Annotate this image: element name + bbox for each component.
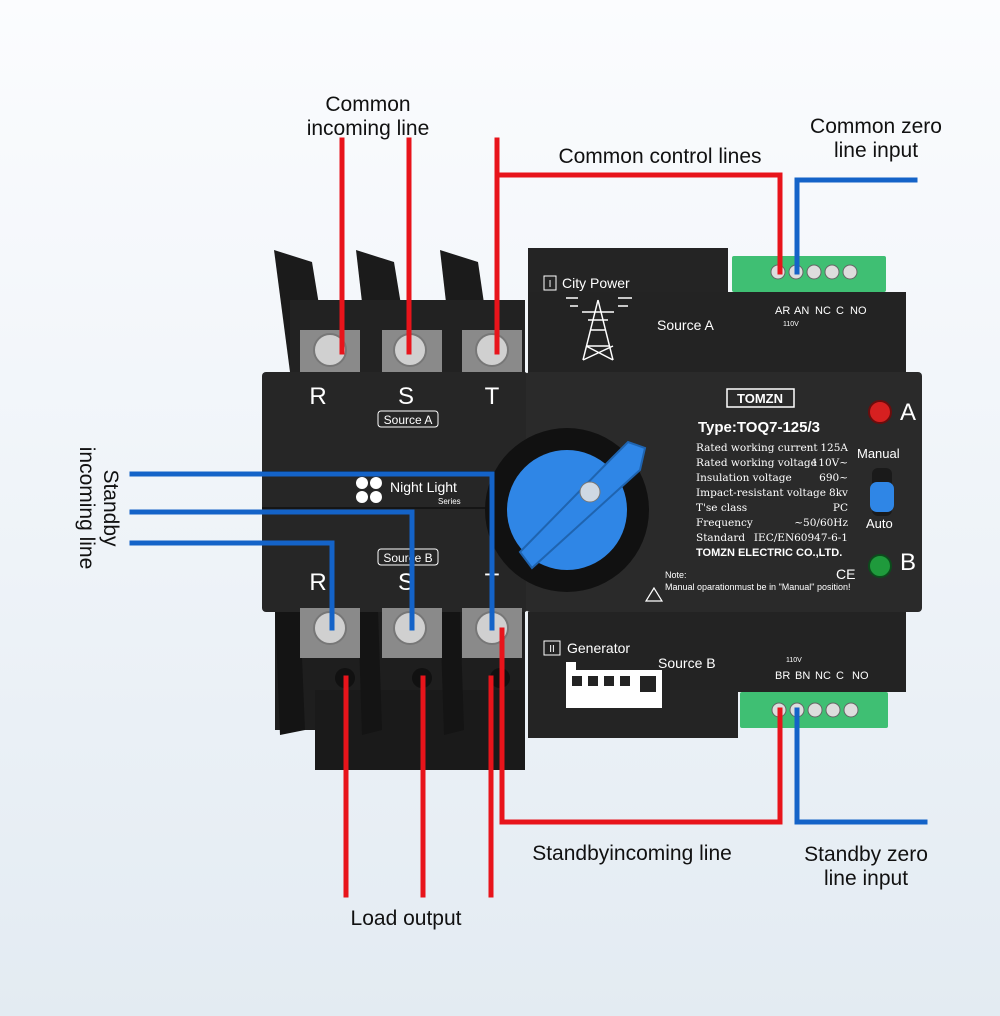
standby-incoming-bottom-label: Standbyincoming line	[532, 842, 732, 865]
standby-incoming-side-label: Standby incoming line	[75, 447, 122, 570]
spec-value: PC	[833, 502, 848, 514]
maker-label: TOMZN ELECTRIC CO.,LTD.	[696, 547, 842, 559]
warning-icon	[644, 586, 664, 602]
spec-label: Rated working voltage	[696, 457, 817, 469]
phase-t-top: T	[485, 383, 500, 410]
standby-side-label-2: incoming line	[75, 447, 98, 570]
led-b	[868, 554, 892, 578]
voltage-tag-top: 110V	[783, 321, 799, 328]
spec-value: ~50/60Hz	[794, 517, 848, 529]
blue-wire-standby-r	[129, 540, 335, 631]
red-wire-common-control	[494, 172, 783, 275]
standby-zero-label-2: line input	[824, 867, 908, 890]
spec-label: Standard	[696, 532, 745, 544]
brand-label: TOMZN	[737, 391, 783, 406]
pylon-icon	[566, 297, 632, 361]
generator-num: II	[549, 644, 555, 655]
spec-value: 110V~	[812, 457, 848, 469]
common-incoming-label-1: Common	[325, 93, 410, 116]
terminal-block-top	[732, 256, 886, 292]
standby-zero-label-1: Standby zero	[804, 843, 928, 866]
terminal-label-nc: NC	[815, 305, 831, 317]
mode-switch-toggle[interactable]	[870, 482, 894, 512]
red-wire-standby-control	[499, 627, 783, 825]
terminal-label-no: NO	[850, 305, 867, 317]
led-a	[868, 400, 892, 424]
spec-table: Rated working current 125A Rated working…	[696, 442, 848, 544]
blue-wires	[129, 177, 928, 825]
terminal-block-bottom	[740, 692, 888, 728]
terminal-label-bn: BN	[795, 670, 810, 682]
common-zero-label-2: line input	[834, 139, 918, 162]
standby-side-label-1: Standby	[99, 469, 122, 547]
mode-auto-label: Auto	[866, 516, 893, 531]
mode-manual-label: Manual	[857, 446, 900, 461]
spec-label: Insulation voltage	[696, 472, 792, 484]
source-a-module	[528, 292, 906, 374]
city-power-num: I	[549, 279, 552, 290]
blue-wire-standby-s	[129, 509, 415, 631]
terminal-label-c: C	[836, 305, 844, 317]
indicator-a-label: A	[900, 399, 916, 426]
common-incoming-label-2: incoming line	[307, 117, 430, 140]
blue-wire-common-zero	[794, 177, 918, 275]
common-zero-label-1: Common zero	[810, 115, 942, 138]
spec-value: 125A	[820, 442, 848, 454]
spec-label: Frequency	[696, 517, 753, 529]
phase-s-top: S	[398, 383, 414, 410]
blue-wire-standby-zero	[794, 707, 928, 825]
source-b-label: Source B	[658, 655, 716, 671]
source-a-badge: Source A	[384, 413, 433, 427]
series-sub: Series	[438, 497, 461, 506]
phase-r-top: R	[309, 383, 326, 410]
phase-r-bottom: R	[309, 569, 326, 596]
spec-value: 8kv	[829, 487, 848, 499]
city-power-label: City Power	[562, 275, 630, 291]
spec-value: 690~	[819, 472, 848, 484]
red-wires	[339, 137, 783, 898]
terminal-label-ar: AR	[775, 305, 790, 317]
terminal-label-no-b: NO	[852, 670, 869, 682]
ce-mark: CE	[836, 566, 855, 582]
generator-icon	[566, 662, 662, 708]
terminal-label-br: BR	[775, 670, 790, 682]
indicator-b-label: B	[900, 549, 916, 576]
series-name: Night Light	[390, 479, 457, 495]
terminal-label-nc-b: NC	[815, 670, 831, 682]
spec-label: Impact-resistant voltage	[696, 487, 826, 499]
rotary-switch-knob[interactable]	[507, 440, 647, 570]
terminal-label-c-b: C	[836, 670, 844, 682]
generator-label: Generator	[567, 640, 630, 656]
source-a-label: Source A	[657, 317, 714, 333]
pole-panel	[262, 372, 528, 612]
spec-label: Rated working current	[696, 442, 818, 454]
spec-value: IEC/EN60947-6-1	[754, 532, 848, 544]
load-output-label: Load output	[351, 907, 462, 930]
voltage-tag-bottom: 110V	[786, 657, 802, 664]
type-label: Type:TOQ7-125/3	[698, 419, 820, 436]
blue-wire-standby-t	[129, 471, 495, 631]
note-text: Manual oparationmust be in "Manual" posi…	[665, 582, 851, 592]
series-logo	[356, 477, 382, 503]
terminal-label-an: AN	[794, 305, 809, 317]
spec-label: T'se class	[696, 502, 747, 514]
source-b-badge: Source B	[383, 551, 432, 565]
common-control-label: Common control lines	[558, 145, 761, 168]
note-title: Note:	[665, 570, 687, 580]
